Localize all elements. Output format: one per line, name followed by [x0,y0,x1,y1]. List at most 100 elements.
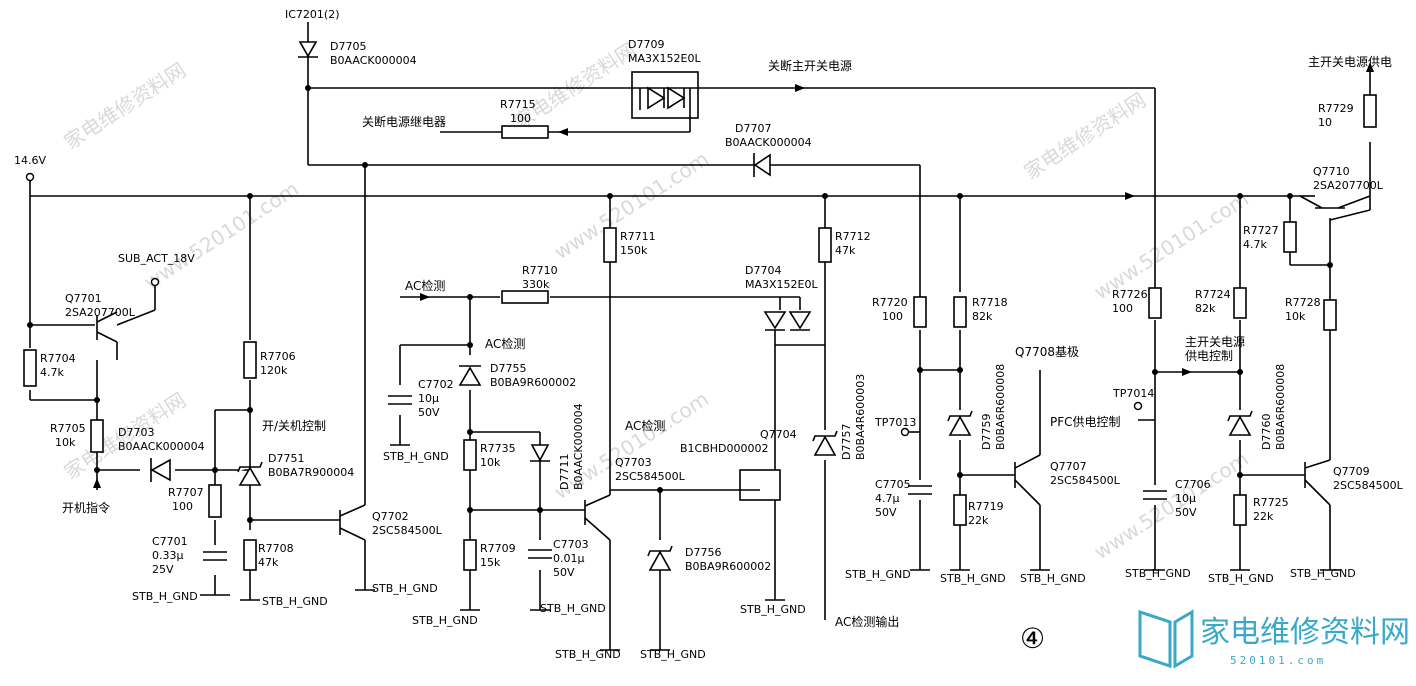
svg-text:Q7707: Q7707 [1050,460,1087,473]
svg-text:10k: 10k [55,436,76,449]
svg-text:10μ: 10μ [418,392,439,405]
svg-text:B0AACK000004: B0AACK000004 [118,440,205,453]
svg-text:R7729: R7729 [1318,102,1354,115]
svg-text:R7712: R7712 [835,230,871,243]
svg-text:D7707: D7707 [735,122,771,135]
svg-text:50V: 50V [1175,506,1197,519]
svg-text:100: 100 [882,310,903,323]
svg-text:STB_H_GND: STB_H_GND [372,582,438,595]
svg-text:STB_H_GND: STB_H_GND [383,450,449,463]
svg-text:B0BA6R600008: B0BA6R600008 [994,364,1007,450]
svg-text:D7709: D7709 [628,38,664,51]
svg-text:22k: 22k [968,514,989,527]
svg-text:2SA207700L: 2SA207700L [65,306,136,319]
svg-text:Q7701: Q7701 [65,292,102,305]
svg-text:R7707: R7707 [168,486,204,499]
svg-text:B0AACK000004: B0AACK000004 [330,54,417,67]
ground-symbols [200,444,1340,651]
svg-text:4.7μ: 4.7μ [875,492,900,505]
svg-text:D7705: D7705 [330,40,366,53]
svg-text:TP7013: TP7013 [874,416,916,429]
svg-text:STB_H_GND: STB_H_GND [1125,567,1191,580]
svg-text:2SA207700L: 2SA207700L [1313,179,1384,192]
svg-text:开/关机控制: 开/关机控制 [262,419,326,433]
svg-text:www.520101.com: www.520101.com [140,177,303,295]
svg-text:0.01μ: 0.01μ [553,552,585,565]
svg-text:STB_H_GND: STB_H_GND [740,603,806,616]
svg-text:R7728: R7728 [1285,296,1321,309]
svg-text:2SC584500L: 2SC584500L [1333,479,1404,492]
svg-text:Q7708基极: Q7708基极 [1015,345,1079,359]
svg-text:100: 100 [1112,302,1133,315]
svg-text:AC检测: AC检测 [485,336,525,351]
svg-text:10k: 10k [1285,310,1306,323]
svg-text:R7724: R7724 [1195,288,1231,301]
svg-text:150k: 150k [620,244,648,257]
transistors [96,195,1371,541]
svg-text:Q7702: Q7702 [372,510,409,523]
svg-text:330k: 330k [522,278,550,291]
svg-text:B0AACK000004: B0AACK000004 [572,403,585,490]
svg-text:10μ: 10μ [1175,492,1196,505]
svg-text:15k: 15k [480,556,501,569]
svg-text:R7709: R7709 [480,542,516,555]
svg-text:100: 100 [172,500,193,513]
svg-text:关断主开关电源: 关断主开关电源 [768,58,852,73]
svg-text:R7706: R7706 [260,350,296,363]
svg-text:主开关电源: 主开关电源 [1185,335,1245,349]
svg-text:2SC584500L: 2SC584500L [1050,474,1121,487]
svg-text:D7755: D7755 [490,362,526,375]
svg-text:C7701: C7701 [152,535,188,548]
arrows [93,62,1374,488]
svg-text:R7704: R7704 [40,352,76,365]
svg-text:4.7k: 4.7k [40,366,64,379]
svg-text:R7715: R7715 [500,98,536,111]
svg-text:50V: 50V [553,566,575,579]
svg-text:Q7704: Q7704 [760,428,797,441]
svg-text:50V: 50V [875,506,897,519]
svg-text:IC7201(2): IC7201(2) [285,8,340,21]
wires [29,22,1371,650]
svg-text:50V: 50V [418,406,440,419]
svg-text:R7725: R7725 [1253,496,1289,509]
svg-text:STB_H_GND: STB_H_GND [1208,572,1274,585]
svg-text:B0AACK000004: B0AACK000004 [725,136,812,149]
svg-text:TP7014: TP7014 [1112,387,1154,400]
svg-text:STB_H_GND: STB_H_GND [412,614,478,627]
svg-text:R7727: R7727 [1243,224,1279,237]
svg-text:MA3X152E0L: MA3X152E0L [745,278,818,291]
svg-text:D7756: D7756 [685,546,721,559]
svg-text:家电维修资料网: 家电维修资料网 [1020,88,1150,184]
svg-text:R7735: R7735 [480,442,516,455]
svg-text:2SC584500L: 2SC584500L [615,470,686,483]
svg-text:AC检测: AC检测 [405,278,445,293]
svg-text:STB_H_GND: STB_H_GND [555,648,621,661]
svg-text:0.33μ: 0.33μ [152,549,184,562]
svg-text:STB_H_GND: STB_H_GND [540,602,606,615]
terminals [25,172,1143,437]
svg-text:Q7703: Q7703 [615,456,652,469]
svg-text:Q7710: Q7710 [1313,165,1350,178]
svg-text:供电控制: 供电控制 [1185,349,1233,363]
capacitors [203,395,1167,561]
svg-text:10: 10 [1318,116,1332,129]
svg-text:AC检测: AC检测 [625,418,665,433]
svg-text:家电维修资料网: 家电维修资料网 [60,58,190,154]
svg-text:C7705: C7705 [875,478,911,491]
svg-text:STB_H_GND: STB_H_GND [845,568,911,581]
svg-text:AC检测输出: AC检测输出 [835,614,899,629]
svg-text:2SC584500L: 2SC584500L [372,524,443,537]
svg-text:B0BA6R600008: B0BA6R600008 [1274,364,1287,450]
svg-text:C7703: C7703 [553,538,589,551]
svg-text:D7759: D7759 [980,414,993,450]
svg-text:开机指令: 开机指令 [62,500,110,515]
svg-text:STB_H_GND: STB_H_GND [132,590,198,603]
component-labels: IC7201(2) D7705 B0AACK000004 D7709 MA3X1… [14,8,1404,579]
svg-text:D7760: D7760 [1260,414,1273,450]
svg-text:C7706: C7706 [1175,478,1211,491]
svg-text:520101.com: 520101.com [1230,654,1326,667]
svg-text:D7751: D7751 [268,452,304,465]
svg-text:82k: 82k [1195,302,1216,315]
svg-text:47k: 47k [835,244,856,257]
svg-text:PFC供电控制: PFC供电控制 [1050,415,1121,429]
